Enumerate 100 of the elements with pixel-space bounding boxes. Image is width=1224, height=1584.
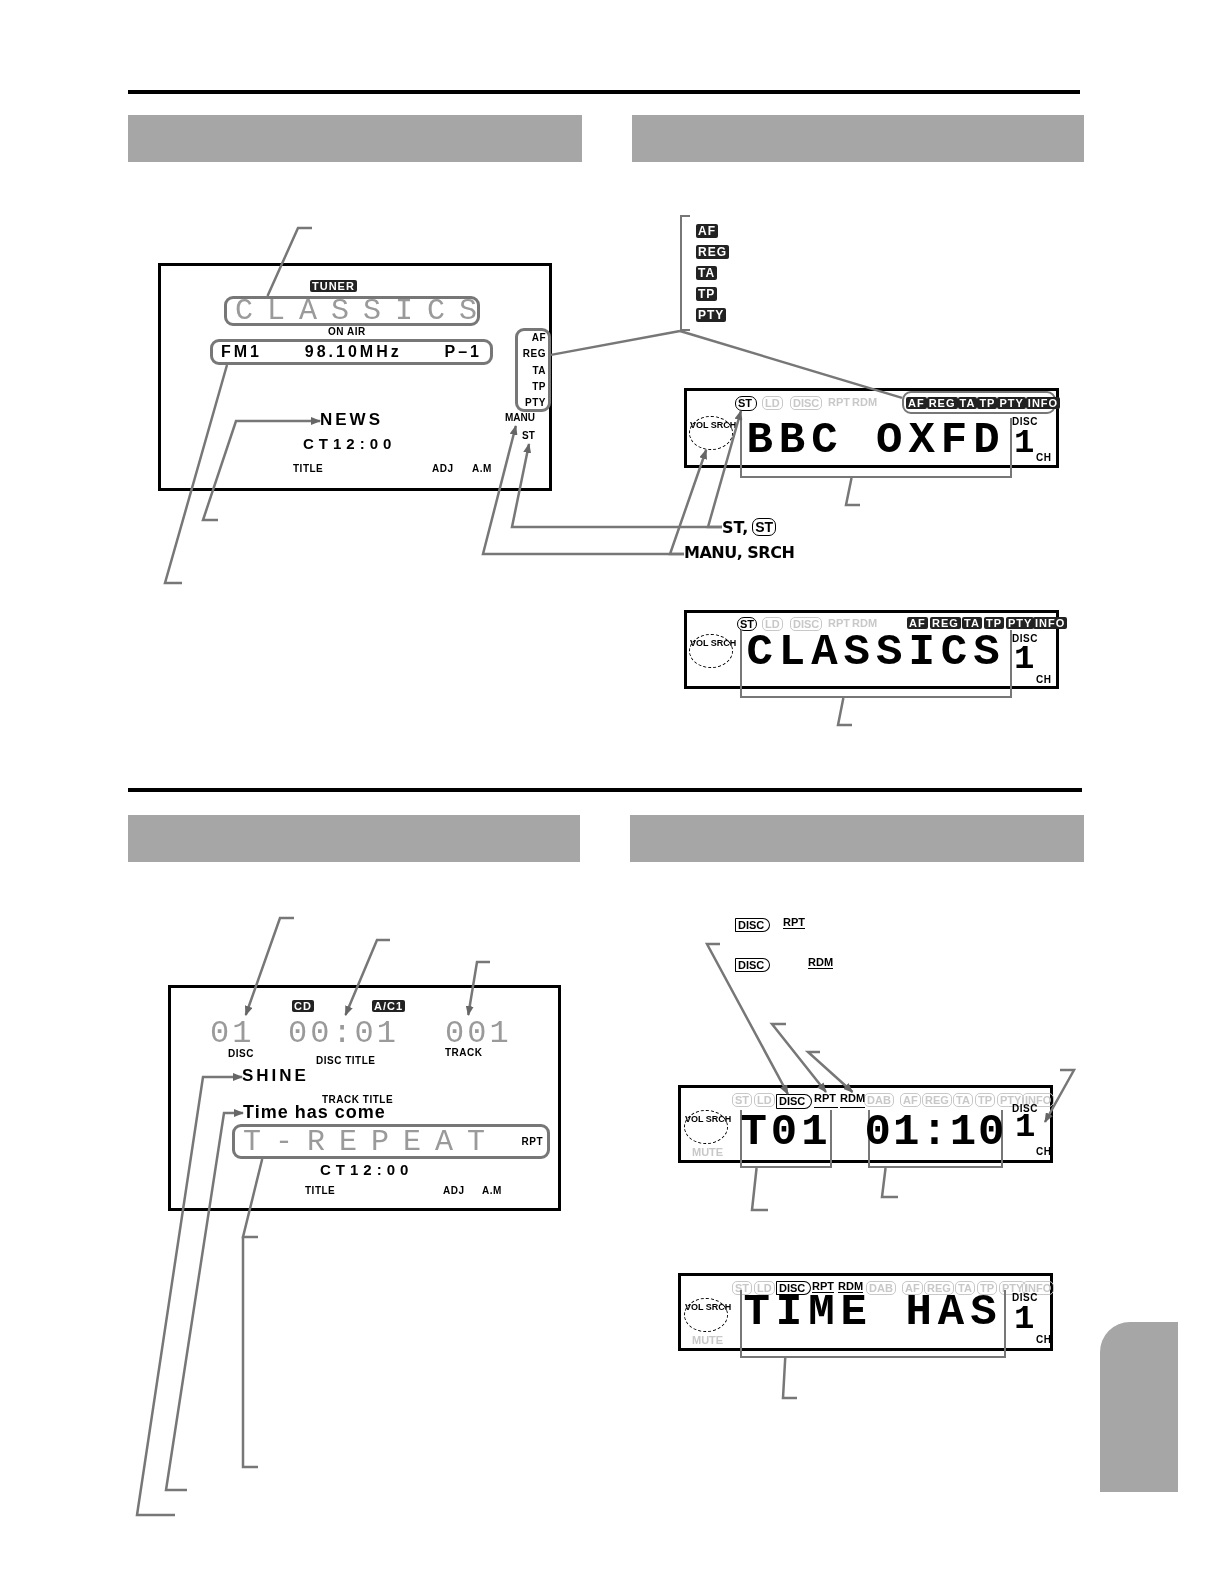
dotted-text: 001 xyxy=(445,1015,520,1047)
indicator-label: AF xyxy=(907,617,928,630)
indicator-label: TP xyxy=(977,396,998,409)
indicator-label: TA xyxy=(957,396,978,409)
indicator-label: TUNER xyxy=(310,280,357,293)
display-label: TA xyxy=(532,364,546,376)
leader-line xyxy=(880,1167,898,1199)
leader-arrow xyxy=(465,960,490,1016)
leader-arrow xyxy=(164,1109,244,1492)
indicator-icon: TA xyxy=(696,265,718,280)
indicator-icon: REG xyxy=(696,244,729,259)
display-label: CH xyxy=(1036,674,1052,685)
indicator-label: REG xyxy=(930,617,961,630)
dotted-text-box xyxy=(232,1124,550,1159)
leader-arrow xyxy=(804,1050,854,1093)
callout-label: ST, xyxy=(722,517,749,537)
indicator-icon: AF xyxy=(696,223,718,238)
display-label: ADJ xyxy=(443,1185,465,1196)
indicator-label: AF xyxy=(906,396,927,409)
indicator-label: TA xyxy=(962,617,982,630)
display-label: CH xyxy=(1036,1334,1052,1345)
segment-text: 01:10 xyxy=(868,1110,1003,1168)
indicator-label: TP xyxy=(984,617,1005,630)
indicator-label: A/C1 xyxy=(372,1000,406,1013)
segment-digit: 1 xyxy=(1014,1302,1035,1336)
leader-line xyxy=(241,1158,264,1469)
display-label: DISC TITLE xyxy=(316,1055,376,1066)
display-label: CH xyxy=(1036,452,1052,463)
display-label: TITLE xyxy=(293,463,324,474)
leader-line xyxy=(163,364,229,585)
display-label: ON AIR xyxy=(328,326,366,337)
callout-label: ST xyxy=(752,518,777,536)
leader-line xyxy=(679,329,903,400)
segment-digit: 1 xyxy=(1014,426,1035,460)
display-text: NEWS xyxy=(320,410,390,430)
display-text: SHINE xyxy=(242,1066,322,1088)
display-text: Time has come xyxy=(243,1102,413,1124)
indicator-label: PTY xyxy=(997,396,1026,409)
indicator-label: ST xyxy=(735,396,757,411)
display-label: PTY xyxy=(525,397,546,408)
indicator-label: INFO xyxy=(1025,396,1061,409)
frequency-box xyxy=(210,339,493,365)
display-label: ADJ xyxy=(432,463,454,474)
display-text: 98.10MHz xyxy=(304,343,402,361)
display-label: DISC xyxy=(1012,416,1038,427)
indicator-label: REG xyxy=(926,396,958,409)
indicator-label: RDM xyxy=(840,1092,865,1108)
dotted-text: 00:01 xyxy=(288,1015,403,1047)
display-label: TP xyxy=(532,380,546,392)
dotted-text: T-REPEAT xyxy=(243,1124,500,1159)
indicator-label: INFO xyxy=(1033,617,1068,630)
indicator-label: PTY xyxy=(1006,617,1035,630)
leader-line xyxy=(550,329,681,357)
indicator-label: RPT xyxy=(783,916,805,930)
leader-line xyxy=(836,697,852,727)
display-label: DISC xyxy=(1012,633,1038,644)
segment-text: T01 xyxy=(740,1110,832,1168)
leader-arrow xyxy=(1043,1068,1077,1123)
leader-line xyxy=(266,226,312,297)
display-label: A.M xyxy=(482,1185,502,1196)
leader-arrow xyxy=(706,410,743,529)
display-label: TITLE xyxy=(305,1185,336,1196)
display-text: P–1 xyxy=(444,343,482,361)
leader-line xyxy=(781,1357,797,1400)
segment-text: CLASSICS xyxy=(740,630,1012,698)
display-label: MANU xyxy=(505,412,545,426)
display-label: CH xyxy=(1036,1146,1052,1157)
clock-text: CT12:00 xyxy=(320,1162,414,1179)
leader-arrow xyxy=(201,417,321,522)
side-tab xyxy=(1100,1322,1178,1492)
clock-text: CT12:00 xyxy=(303,436,397,453)
display-label: ST xyxy=(522,430,542,444)
indicator-icon: PTY xyxy=(696,308,727,323)
leader-arrow xyxy=(135,1073,243,1517)
indicator-label: CD xyxy=(292,1000,314,1013)
display-label: DISC xyxy=(228,1048,254,1059)
callout-label: MANU, SRCH xyxy=(684,543,799,565)
segment-digit: 1 xyxy=(1014,642,1035,676)
leader-arrow xyxy=(704,942,789,1095)
leader-line xyxy=(844,477,860,507)
indicator-label: RPT xyxy=(812,1280,834,1294)
indicator-icon: TP xyxy=(696,287,718,302)
display-label: RPT xyxy=(521,1136,543,1147)
leader-arrow xyxy=(668,449,708,556)
display-label: DISC xyxy=(1012,1103,1038,1114)
display-label: REG xyxy=(522,348,546,360)
dotted-text: 01 xyxy=(210,1015,265,1047)
indicator-box xyxy=(515,328,551,412)
indicator-label: RDM xyxy=(838,1280,864,1294)
segment-text: BBC OXFD xyxy=(740,418,1012,478)
dotted-text-box xyxy=(224,296,480,326)
leader-arrow xyxy=(344,938,390,1016)
indicator-label: RPT xyxy=(814,1092,838,1108)
leader-arrow xyxy=(244,916,294,1016)
indicator-label: RDM xyxy=(808,956,834,970)
display-label: AF xyxy=(531,332,546,343)
display-label: TRACK xyxy=(445,1047,483,1058)
leader-arrow xyxy=(769,1022,827,1093)
display-text: FM1 xyxy=(221,343,262,361)
display-label: A.M xyxy=(472,463,492,474)
